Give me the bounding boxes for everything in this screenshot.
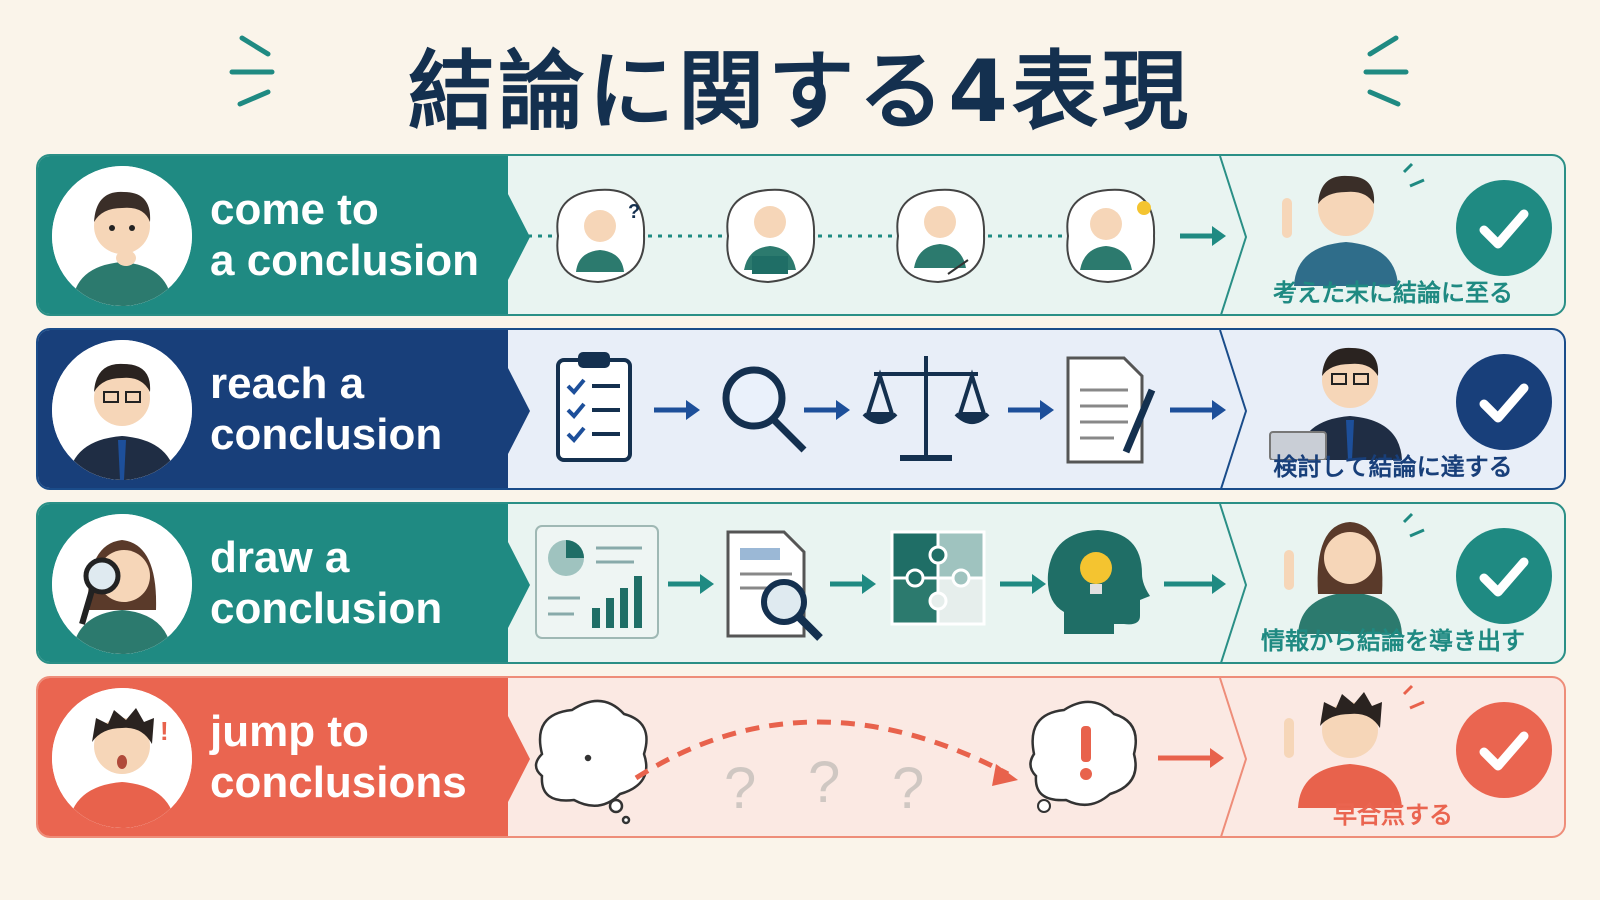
- arrow-icon: [1158, 748, 1224, 768]
- label-arrow-icon: [508, 716, 530, 802]
- phrase-line-2: a conclusion: [210, 236, 479, 285]
- phrase-text: draw a conclusion: [210, 504, 500, 662]
- arrow-icon: [1170, 400, 1226, 420]
- thinking-person-icon: ?: [556, 188, 646, 284]
- pointing-man-icon: [1282, 162, 1425, 286]
- meaning-text: 検討して結論に達する: [1273, 453, 1513, 481]
- process-steps: [508, 504, 1228, 662]
- expression-row-jump: ! jump to conclusions ? ? ?: [36, 676, 1566, 838]
- puzzle-icon: [890, 530, 986, 626]
- arrow-icon: [668, 574, 714, 594]
- meaning-text: 早合点する: [1333, 801, 1453, 829]
- head-lightbulb-icon: [1047, 530, 1150, 634]
- title-area: 結論に関する4表現: [0, 18, 1600, 148]
- meaning-text: 考えた末に結論に至る: [1273, 279, 1513, 307]
- phrase-line-1: reach a: [210, 358, 365, 408]
- phrase-line-2: conclusions: [210, 758, 467, 807]
- label-arrow-icon: [508, 194, 530, 280]
- exclamation-bubble-icon: [1029, 700, 1137, 813]
- phrase-text: come to a conclusion: [210, 156, 500, 314]
- page-title: 結論に関する4表現: [408, 41, 1192, 142]
- check-icon: [1456, 528, 1552, 624]
- document-search-icon: [726, 530, 823, 641]
- businessman-glasses-avatar-icon: [52, 340, 192, 480]
- phrase-line-2: conclusion: [210, 410, 443, 459]
- idea-person-icon: [1066, 188, 1156, 284]
- thinking-man-avatar-icon: [52, 166, 192, 306]
- arrow-icon: [1164, 574, 1226, 594]
- chevron-divider-icon: [1219, 156, 1248, 314]
- label-arrow-icon: [508, 368, 530, 454]
- svg-text:!: !: [160, 716, 169, 746]
- checklist-icon: [556, 352, 632, 462]
- process-steps: ? ? ?: [508, 678, 1228, 836]
- chart-report-icon: [535, 525, 659, 639]
- check-icon: [1456, 354, 1552, 450]
- arrow-icon: [1008, 400, 1054, 420]
- pointing-woman-icon: [1284, 512, 1425, 634]
- arrow-icon: [1000, 574, 1046, 594]
- writing-person-icon: [896, 188, 986, 284]
- check-icon: [1456, 180, 1552, 276]
- phrase-line-1: come to: [210, 184, 379, 234]
- phrase-text: jump to conclusions: [210, 678, 500, 836]
- arrow-icon: [804, 400, 850, 420]
- title-spark-left-icon: [229, 35, 275, 107]
- chevron-divider-icon: [1219, 330, 1248, 488]
- phrase-label: draw a conclusion: [38, 504, 508, 662]
- phrase-label: come to a conclusion: [38, 156, 508, 314]
- phrase-label: reach a conclusion: [38, 330, 508, 488]
- pointing-boy-icon: [1284, 684, 1425, 808]
- label-arrow-icon: [508, 542, 530, 628]
- reading-person-icon: [726, 188, 816, 284]
- chevron-divider-icon: [1219, 678, 1248, 836]
- magnifier-icon: [722, 366, 807, 453]
- phrase-text: reach a conclusion: [210, 330, 500, 488]
- jump-dashed-arrow-icon: [634, 719, 1010, 781]
- question-mark-3: ?: [892, 756, 924, 821]
- document-pen-icon: [1066, 356, 1156, 464]
- process-steps: [508, 330, 1228, 488]
- expression-row-come-to: come to a conclusion ?: [36, 154, 1566, 316]
- surprised-boy-avatar-icon: !: [52, 688, 192, 828]
- process-steps: ?: [508, 156, 1228, 314]
- chevron-divider-icon: [1219, 504, 1248, 662]
- expression-row-reach: reach a conclusion: [36, 328, 1566, 490]
- empty-thought-bubble-icon: [534, 699, 648, 825]
- expression-row-draw: draw a conclusion: [36, 502, 1566, 664]
- result-area: 考えた末に結論に至る: [1228, 156, 1564, 314]
- meaning-text: 情報から結論を導き出す: [1261, 627, 1525, 655]
- scales-icon: [862, 356, 990, 461]
- phrase-line-2: conclusion: [210, 584, 443, 633]
- result-area: 検討して結論に達する: [1228, 330, 1564, 488]
- result-area: 情報から結論を導き出す: [1228, 504, 1564, 662]
- check-icon: [1456, 702, 1552, 798]
- phrase-line-1: draw a: [210, 532, 350, 582]
- question-mark-2: ?: [808, 750, 840, 815]
- arrow-icon: [1180, 226, 1226, 246]
- result-area: 早合点する: [1228, 678, 1564, 836]
- phrase-label: ! jump to conclusions: [38, 678, 508, 836]
- svg-text:?: ?: [628, 201, 640, 223]
- arrow-icon: [654, 400, 700, 420]
- arrow-icon: [830, 574, 876, 594]
- question-mark-1: ?: [724, 756, 756, 821]
- woman-magnifier-avatar-icon: [52, 514, 192, 654]
- title-spark-right-icon: [1363, 35, 1409, 107]
- phrase-line-1: jump to: [210, 706, 369, 756]
- businessman-laptop-icon: [1269, 347, 1402, 460]
